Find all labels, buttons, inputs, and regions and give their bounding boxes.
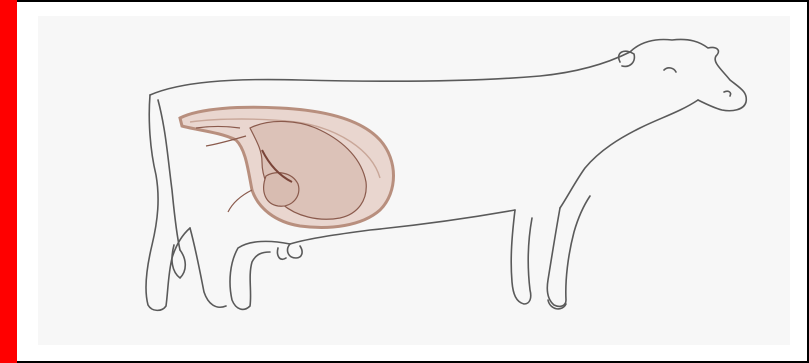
calf-head [264,173,299,206]
canvas-background [38,16,790,345]
